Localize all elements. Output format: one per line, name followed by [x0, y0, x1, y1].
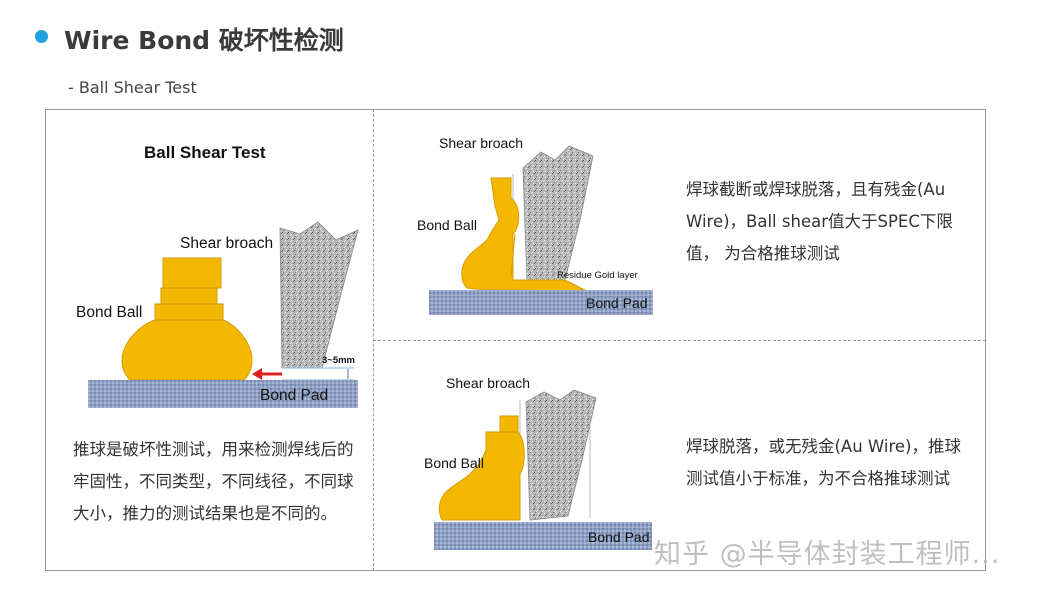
- pass-description: 焊球截断或焊球脱落，且有残金(Au Wire)，Ball shear值大于SPE…: [686, 180, 953, 263]
- main-bond-pad: [88, 380, 358, 408]
- fail-shear-label: Shear broach: [446, 375, 530, 391]
- pass-bond-ball: [461, 177, 587, 293]
- main-ball-shear-diagram: Ball Shear Test Shear broach Bond Ball B…: [76, 143, 359, 408]
- fail-bond-ball: [438, 415, 525, 521]
- page-subtitle: - Ball Shear Test: [68, 78, 197, 97]
- fail-pad-label: Bond Pad: [588, 529, 650, 545]
- main-description: 推球是破坏性测试，用来检测焊线后的牢固性，不同类型，不同线径，不同球大小，推力的…: [73, 440, 354, 523]
- fail-bond-pad: [434, 522, 652, 550]
- main-pad-label: Bond Pad: [260, 387, 328, 404]
- title-bullet: [35, 30, 48, 43]
- fail-ball-label: Bond Ball: [424, 455, 484, 471]
- fail-description: 焊球脱落，或无残金(Au Wire)，推球测试值小于标准，为不合格推球测试: [686, 437, 961, 488]
- main-shear-label: Shear broach: [180, 235, 273, 252]
- pass-shear-broach: [522, 145, 594, 283]
- main-diagram-title: Ball Shear Test: [144, 143, 266, 162]
- pass-residue-label: Residue Gold layer: [557, 270, 638, 281]
- zhihu-watermark: 知乎 @半导体封装工程师...: [654, 539, 1001, 570]
- pass-ball-label: Bond Ball: [417, 217, 477, 233]
- pass-pad-label: Bond Pad: [586, 295, 648, 311]
- pass-bond-pad: [429, 290, 653, 315]
- pass-shear-label: Shear broach: [439, 135, 523, 151]
- fail-case-diagram: Shear broach Bond Ball Bond Pad: [424, 375, 652, 550]
- horizontal-divider: [373, 340, 986, 341]
- fail-shear-broach: [525, 389, 597, 521]
- main-ball-label: Bond Ball: [76, 304, 142, 321]
- main-shear-broach: [279, 221, 359, 369]
- pass-case-diagram: Shear broach Bond Ball Residue Gold laye…: [417, 135, 653, 315]
- page-title: Wire Bond 破坏性检测: [64, 26, 344, 55]
- main-gap-label: 3~5mm: [322, 355, 355, 366]
